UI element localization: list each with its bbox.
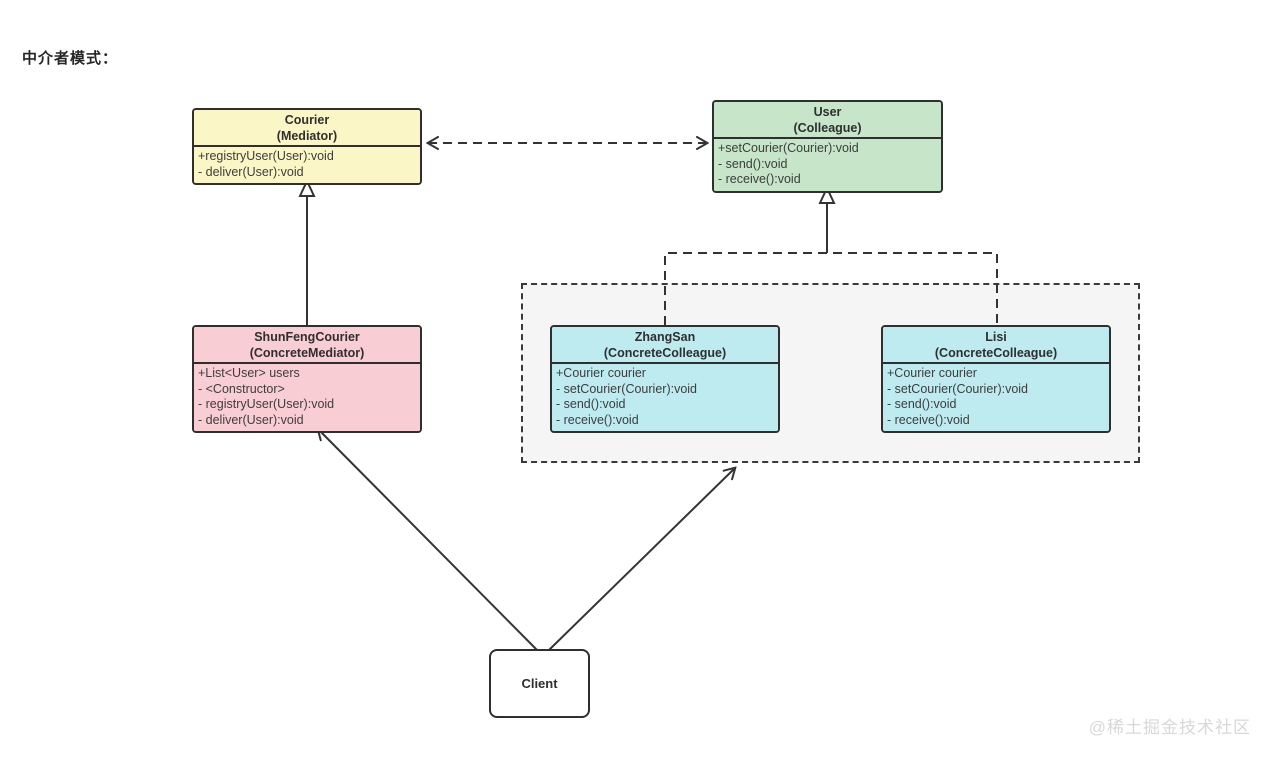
class-member: +Courier courier bbox=[887, 366, 977, 380]
class-member: - receive():void bbox=[887, 412, 970, 427]
class-user-header: User (Colleague) bbox=[714, 102, 941, 137]
class-member: - registryUser(User):void bbox=[198, 397, 335, 411]
class-member: - send():void bbox=[718, 156, 788, 171]
class-member: - <Constructor> bbox=[198, 381, 285, 396]
class-user-name: User bbox=[813, 105, 842, 119]
class-member: - send():void bbox=[556, 397, 626, 411]
class-user-stereotype: (Colleague) bbox=[793, 121, 862, 135]
class-shunfengcourier-header: ShunFengCourier (ConcreteMediator) bbox=[194, 327, 420, 362]
class-member: +List<User> users bbox=[198, 366, 300, 380]
class-lisi-members: +Courier courier - setCourier(Courier):v… bbox=[883, 362, 1109, 431]
class-member: - setCourier(Courier):void bbox=[887, 381, 1029, 396]
class-member: - setCourier(Courier):void bbox=[556, 381, 698, 396]
class-zhangsan: ZhangSan (ConcreteColleague) +Courier co… bbox=[550, 325, 780, 433]
class-courier-stereotype: (Mediator) bbox=[276, 129, 338, 143]
connector-client-group bbox=[548, 468, 735, 651]
class-user: User (Colleague) +setCourier(Courier):vo… bbox=[712, 100, 943, 193]
class-zhangsan-name: ZhangSan bbox=[634, 330, 696, 344]
class-zhangsan-members: +Courier courier - setCourier(Courier):v… bbox=[552, 362, 778, 431]
connector-client-shunfeng bbox=[318, 429, 538, 651]
class-shunfengcourier: ShunFengCourier (ConcreteMediator) +List… bbox=[192, 325, 422, 433]
page-title: 中介者模式： bbox=[22, 50, 119, 67]
class-member: +registryUser(User):void bbox=[198, 149, 334, 163]
class-member: - deliver(User):void bbox=[198, 412, 304, 427]
class-member: - receive():void bbox=[556, 412, 639, 427]
class-zhangsan-stereotype: (ConcreteColleague) bbox=[603, 346, 727, 360]
class-lisi: Lisi (ConcreteColleague) +Courier courie… bbox=[881, 325, 1111, 433]
class-courier-header: Courier (Mediator) bbox=[194, 110, 420, 145]
class-courier: Courier (Mediator) +registryUser(User):v… bbox=[192, 108, 422, 185]
class-lisi-header: Lisi (ConcreteColleague) bbox=[883, 327, 1109, 362]
class-lisi-name: Lisi bbox=[985, 330, 1007, 344]
class-user-members: +setCourier(Courier):void - send():void … bbox=[714, 137, 941, 191]
class-courier-members: +registryUser(User):void - deliver(User)… bbox=[194, 145, 420, 183]
class-shunfengcourier-members: +List<User> users - <Constructor> - regi… bbox=[194, 362, 420, 431]
class-member: - send():void bbox=[887, 397, 957, 411]
watermark: @稀土掘金技术社区 bbox=[1088, 718, 1251, 737]
class-member: - deliver(User):void bbox=[198, 164, 304, 179]
class-shunfengcourier-name: ShunFengCourier bbox=[254, 330, 360, 344]
client-box: Client bbox=[489, 649, 590, 718]
class-shunfengcourier-stereotype: (ConcreteMediator) bbox=[249, 346, 365, 360]
class-courier-name: Courier bbox=[284, 113, 330, 127]
class-lisi-stereotype: (ConcreteColleague) bbox=[934, 346, 1058, 360]
class-member: +setCourier(Courier):void bbox=[718, 141, 859, 155]
class-zhangsan-header: ZhangSan (ConcreteColleague) bbox=[552, 327, 778, 362]
class-member: +Courier courier bbox=[556, 366, 646, 380]
class-member: - receive():void bbox=[718, 172, 801, 186]
